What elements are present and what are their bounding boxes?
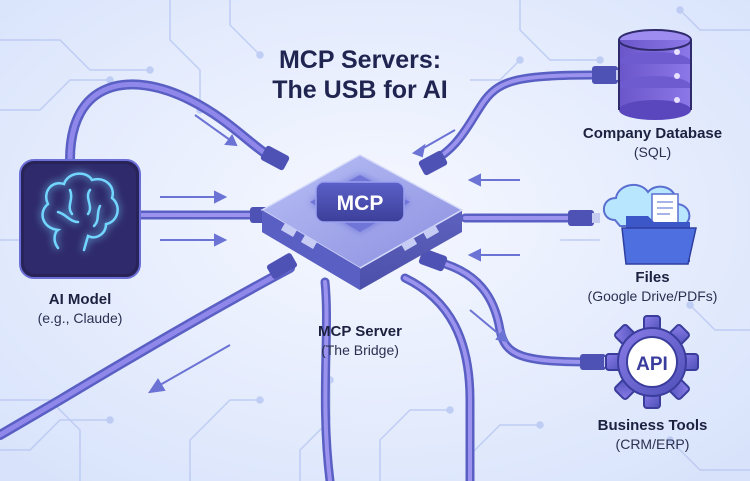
- mcp-badge-label: MCP: [337, 192, 384, 215]
- files-name: Files: [635, 269, 670, 286]
- usb-plugs: [250, 66, 624, 370]
- ai-model-name: AI Model: [48, 291, 112, 308]
- files-label: Files (Google Drive/PDFs): [560, 268, 745, 305]
- api-badge-label: API: [636, 354, 668, 375]
- database-name: Company Database: [582, 125, 723, 142]
- ai-model-subtitle: (e.g., Claude): [37, 310, 123, 326]
- mcp-server-name: MCP Server: [318, 323, 402, 340]
- flow-arrows: [147, 114, 520, 394]
- tools-name: Business Tools: [597, 417, 708, 434]
- page-title: MCP Servers: The USB for AI: [245, 45, 475, 105]
- database-subtitle: (SQL): [633, 144, 672, 160]
- gear-icon: [605, 315, 699, 409]
- mcp-hub: [260, 154, 464, 290]
- title-line-1: MCP Servers:: [278, 46, 442, 74]
- ai-model-box: [19, 159, 141, 279]
- title-line-2: The USB for AI: [272, 76, 448, 104]
- database-label: Company Database (SQL): [560, 124, 745, 161]
- tools-label: Business Tools (CRM/ERP): [570, 416, 735, 453]
- folder-icon: [602, 183, 697, 265]
- mcp-badge: [310, 175, 410, 232]
- database-icon: [618, 29, 692, 120]
- ai-model-label: AI Model (e.g., Claude): [10, 290, 150, 327]
- brain-icon: [41, 172, 119, 252]
- tools-subtitle: (CRM/ERP): [615, 436, 690, 452]
- mcp-server-label: MCP Server (The Bridge): [290, 322, 430, 359]
- cables: [0, 70, 600, 481]
- files-subtitle: (Google Drive/PDFs): [587, 288, 718, 304]
- mcp-server-subtitle: (The Bridge): [321, 342, 399, 358]
